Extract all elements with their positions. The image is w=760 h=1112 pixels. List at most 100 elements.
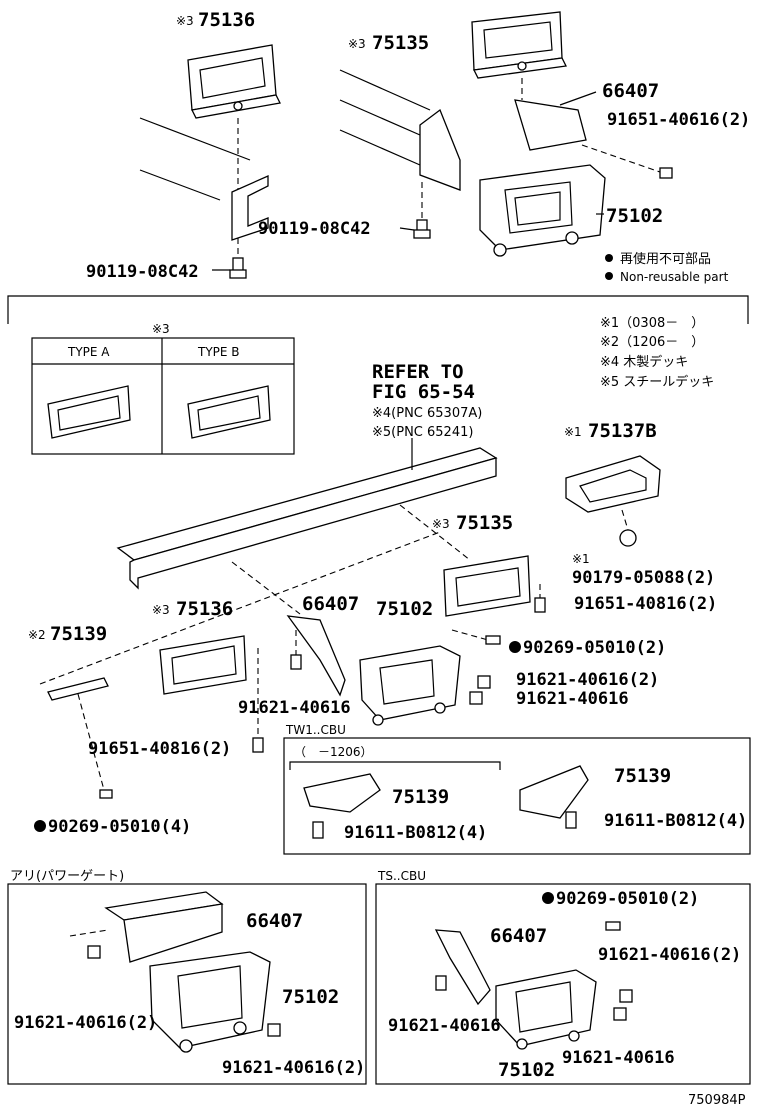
bolt-91621-ts-b xyxy=(613,1007,627,1021)
label-90269-mid: 90269-05010(2) xyxy=(523,638,666,658)
nonreusable-dot-ts xyxy=(542,892,554,904)
label-91651-40816-left: 91651-40816(2) xyxy=(88,739,231,759)
label-90179: 90179-05088(2) xyxy=(572,568,715,588)
bolt-91611-tw1-b xyxy=(565,811,577,829)
bolt-91651-left xyxy=(252,737,264,753)
label-75139-mid: 75139 xyxy=(50,623,107,645)
plate-66407-ari xyxy=(104,891,224,963)
bar-75139 xyxy=(47,677,109,701)
note-2: ※2（1206－ ） xyxy=(600,335,704,350)
label-66407-mid: 66407 xyxy=(302,593,359,615)
refer-line-4: ※5(PNC 65241) xyxy=(372,425,473,440)
label-75135-top: 75135 xyxy=(372,32,429,54)
bolt-91651-mid xyxy=(534,597,546,613)
tw1-bracket xyxy=(289,761,501,770)
label-91651-40816-mid: 91651-40816(2) xyxy=(574,594,717,614)
hitch-75102-ts xyxy=(495,969,597,1050)
label-90269-ts: 90269-05010(2) xyxy=(556,889,699,909)
label-66407-ts: 66407 xyxy=(490,925,547,947)
label-75102-top: 75102 xyxy=(606,205,663,227)
bolt-91621-mid-left xyxy=(290,654,302,670)
bracket-75135-mid xyxy=(443,555,531,617)
ari-title: アリ(パワーゲート) xyxy=(10,869,124,884)
mark-3-mid-75136: ※3 xyxy=(152,603,170,617)
ts-box xyxy=(375,883,751,1085)
pin-90269-ts xyxy=(605,921,621,931)
legend-en: Non-reusable part xyxy=(620,270,729,284)
label-90269-left: 90269-05010(4) xyxy=(48,817,191,837)
bracket-75137b xyxy=(565,455,661,513)
bracket-75136-mid xyxy=(159,635,247,695)
bracket-75135-top xyxy=(471,11,567,79)
crossmember-beam xyxy=(116,447,498,590)
section-divider xyxy=(7,295,749,324)
ts-title: TS..CBU xyxy=(377,869,426,883)
nonreusable-dot-mid xyxy=(509,641,521,653)
bolt-91611-tw1-a xyxy=(312,821,324,839)
hitch-75102-mid xyxy=(359,645,461,726)
bracket-75139-tw1-a xyxy=(303,773,381,813)
note-4: ※4 木製デッキ xyxy=(600,354,688,370)
label-66407-ari: 66407 xyxy=(246,910,303,932)
hitch-75102-ari xyxy=(149,951,271,1053)
note-1: ※1（0308－ ） xyxy=(600,316,704,331)
label-75139-tw1-b: 75139 xyxy=(614,765,671,787)
legend-jp: 再使用不可部品 xyxy=(620,251,711,267)
note-5: ※5 スチールデッキ xyxy=(600,374,714,390)
bolt-91621-mid-b xyxy=(469,691,483,705)
plate-66407-mid xyxy=(286,615,346,697)
label-75135-mid: 75135 xyxy=(456,512,513,534)
mark-3-mid-75135: ※3 xyxy=(432,517,450,531)
label-90119-left: 90119-08C42 xyxy=(86,262,199,282)
bolt-91621-mid-a xyxy=(477,675,491,689)
label-75102-ari: 75102 xyxy=(282,986,339,1008)
type-b-label: TYPE B xyxy=(197,345,240,359)
label-75136-mid: 75136 xyxy=(176,598,233,620)
frame-rails-middle xyxy=(339,69,461,191)
label-91621-40616-mid-r: 91621-40616 xyxy=(516,689,629,709)
label-91611-tw1-b: 91611-B0812(4) xyxy=(604,811,747,831)
bolt-91651-top xyxy=(659,167,673,179)
ari-box xyxy=(7,883,367,1085)
bracket-75139-tw1-b xyxy=(519,765,589,819)
mark-1-90179: ※1 xyxy=(572,552,590,566)
label-75102-mid: 75102 xyxy=(376,598,433,620)
label-66407-top: 66407 xyxy=(602,80,659,102)
label-91621-ts-r: 91621-40616 xyxy=(562,1048,675,1068)
legend-dot-1 xyxy=(605,254,613,262)
label-91621-ts-l: 91621-40616 xyxy=(388,1016,501,1036)
plate-66407-ts xyxy=(434,929,491,1006)
label-75102-ts: 75102 xyxy=(498,1059,555,1081)
label-91611-tw1-a: 91611-B0812(4) xyxy=(344,823,487,843)
label-91651-40616-top: 91651-40616(2) xyxy=(607,110,750,130)
label-91621-ari-a: 91621-40616(2) xyxy=(14,1013,157,1033)
bolt-91621-ari-a xyxy=(87,945,101,959)
legend-dot-2 xyxy=(605,272,613,280)
mark-2-75139: ※2 xyxy=(28,628,46,642)
tw1-title: TW1..CBU xyxy=(285,723,346,737)
pin-90269-mid xyxy=(485,635,501,645)
refer-line-3: ※4(PNC 65307A) xyxy=(372,406,482,421)
type-a-label: TYPE A xyxy=(67,345,110,359)
bolt-91621-ari-b xyxy=(267,1023,281,1037)
bushing-90179 xyxy=(619,529,637,547)
label-91621-ari-b: 91621-40616(2) xyxy=(222,1058,365,1078)
plate-66407-top xyxy=(514,99,587,151)
bolt-91621-ts-l xyxy=(435,975,447,991)
label-75139-tw1-a: 75139 xyxy=(392,786,449,808)
tw1-sub: （ －1206） xyxy=(294,745,373,759)
label-91621-40616-mid-l: 91621-40616 xyxy=(238,698,351,718)
bolt-90119-left xyxy=(229,257,247,279)
label-91621-ts-2: 91621-40616(2) xyxy=(598,945,741,965)
bolt-90119-middle xyxy=(413,219,431,239)
mark-1-75137b: ※1 xyxy=(564,425,582,439)
hitch-75102-top xyxy=(479,164,606,257)
label-75137b: 75137B xyxy=(588,420,657,442)
refer-line-1: REFER TO xyxy=(372,361,464,383)
mark-3-top-b: ※3 xyxy=(348,37,366,51)
type-table-mark: ※3 xyxy=(152,322,170,336)
mark-3-top-a: ※3 xyxy=(176,14,194,28)
frame-rails-left xyxy=(139,117,269,241)
nonreusable-dot-left xyxy=(34,820,46,832)
